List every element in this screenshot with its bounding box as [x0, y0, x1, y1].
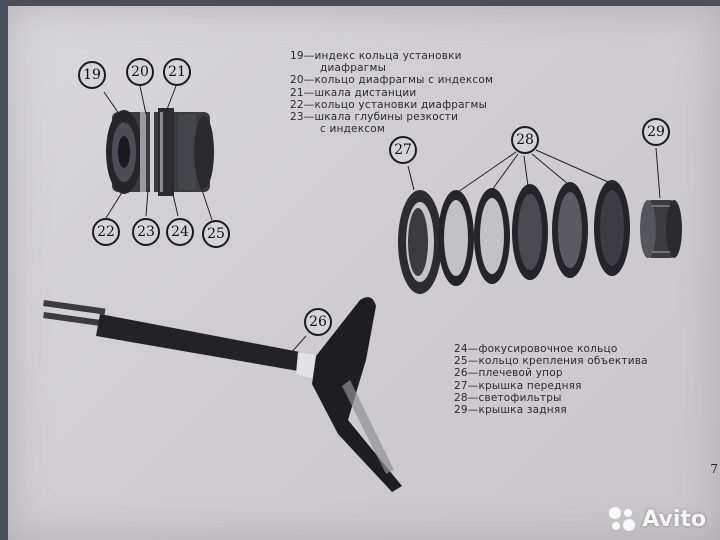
lens-leader-lines	[103, 85, 213, 221]
stock-leader-line	[289, 335, 307, 355]
callout-20-label: 20	[131, 64, 149, 80]
callout-21: 21	[163, 58, 191, 86]
callout-23-label: 23	[137, 224, 155, 240]
callout-23: 23	[132, 218, 160, 246]
front-cap-illustration	[398, 190, 442, 294]
shoulder-stock-illustration	[43, 297, 402, 492]
legend-item-23: 23—шкала глубины резкости	[290, 111, 459, 124]
callout-20: 20	[126, 58, 154, 86]
watermark-text: Avito	[642, 506, 706, 532]
legend-item-29: 29—крышка задняя	[454, 404, 567, 417]
callout-25: 25	[202, 220, 230, 248]
callout-24: 24	[166, 218, 194, 246]
legend-item-20: 20—кольцо диафрагмы с индексом	[290, 74, 494, 87]
legend-item-19: 19—индекс кольца установки	[290, 50, 462, 62]
avito-dots-icon	[609, 507, 636, 531]
callout-25-label: 25	[207, 226, 225, 242]
callout-27: 27	[389, 136, 417, 164]
callout-22: 22	[92, 218, 120, 246]
callout-24-label: 24	[171, 224, 189, 240]
legend-item-27: 27—крышка передняя	[454, 379, 582, 392]
callout-26: 26	[304, 308, 332, 336]
legend-item-21: 21—шкала дистанции	[290, 86, 417, 99]
callout-21-label: 21	[168, 64, 186, 80]
legend-bottom: 24—фокусировочное кольцо 25—кольцо крепл…	[454, 343, 648, 416]
legend-item-28: 28—светофильтры	[454, 391, 562, 404]
callout-19: 19	[78, 61, 106, 89]
callout-29: 29	[642, 118, 670, 146]
legend-item-22: 22—кольцо установки диафрагмы	[290, 98, 488, 111]
legend-item-26: 26—плечевой упор	[454, 367, 563, 380]
legend-item-24: 24—фокусировочное кольцо	[454, 343, 618, 355]
avito-watermark: Avito	[607, 506, 706, 532]
callout-29-label: 29	[647, 124, 665, 140]
page-number: 7	[710, 462, 718, 476]
callout-22-label: 22	[97, 224, 115, 240]
accessory-leader-lines	[407, 147, 661, 199]
callout-26-label: 26	[309, 314, 327, 330]
legend-item-23-cont: с индексом	[320, 123, 385, 136]
callout-27-label: 27	[394, 142, 412, 158]
callout-19-label: 19	[83, 67, 101, 83]
legend-top: 19—индекс кольца установки диафрагмы 20—…	[290, 50, 493, 135]
lens-illustration	[106, 108, 214, 196]
callout-28: 28	[511, 126, 539, 154]
legend-item-25: 25—кольцо крепления объектива	[454, 355, 648, 368]
rear-cap-illustration	[640, 200, 682, 258]
filters-illustration	[438, 180, 630, 286]
legend-item-19-cont: диафрагмы	[320, 62, 387, 75]
callout-28-label: 28	[516, 132, 534, 148]
